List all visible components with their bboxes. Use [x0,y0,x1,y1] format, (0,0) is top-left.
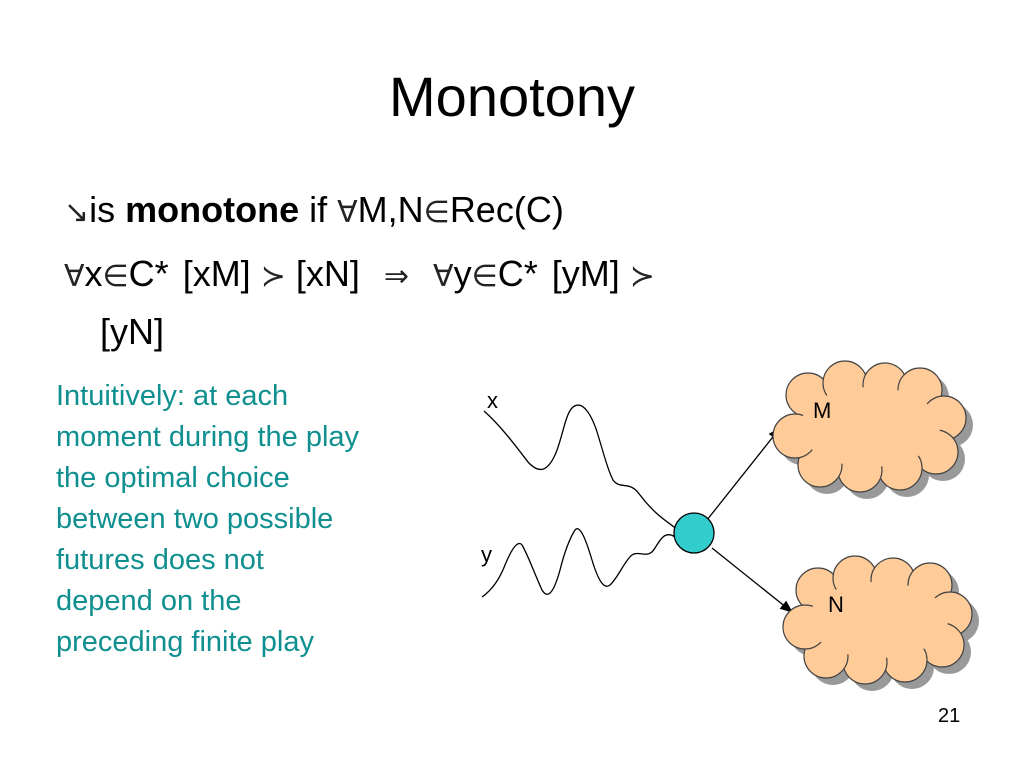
cloud-m [772,360,973,499]
text-c-star-2: C* [497,253,538,294]
label-x: x [487,388,498,413]
forall-symbol-icon: ∀ [64,259,85,294]
forall-symbol-icon: ∀ [337,195,358,230]
element-of-symbol-icon: ∈ [423,195,450,230]
text-xn: [xN] [295,253,360,294]
intuition-line: Intuitively: at each [56,380,289,412]
intuition-line: preceding finite play [56,626,314,658]
cloud-n [782,555,979,691]
preference-symbol-icon: ≻ [260,259,286,294]
text-xm: [xM] [182,253,251,294]
text-ym: [yM] [551,253,620,294]
branch-node [673,512,715,554]
intuition-text: Intuitively: at each moment during the p… [56,376,426,663]
bullet-glyph-icon: ↘ [64,195,90,230]
monotone-term: monotone [125,189,300,230]
text-x: x [84,253,103,294]
intuition-line: the optimal choice [56,462,290,494]
definition-line-1: ↘is monotone if ∀M,N∈Rec(C) [64,188,564,235]
text-y: y [453,253,472,294]
definition-line-2: ∀x∈C*[xM] ≻ [xN] ⇒ ∀y∈C*[yM] ≻ [64,252,655,299]
text-is: is [89,189,126,230]
text-c-star-1: C* [128,253,169,294]
element-of-symbol-icon: ∈ [471,259,498,294]
label-y: y [481,542,492,567]
implies-symbol-icon: ⇒ [383,259,410,294]
page-number: 21 [938,705,961,727]
intuition-line: between two possible [56,503,334,535]
text-rec: Rec(C) [449,189,564,230]
arrow-to-n [711,547,794,613]
text-mn: M,N [357,189,424,230]
forall-symbol-icon: ∀ [433,259,454,294]
preference-symbol-icon: ≻ [629,259,655,294]
label-n: N [828,592,844,617]
intuition-line: futures does not [56,544,264,576]
arrow-to-m [706,426,781,521]
element-of-symbol-icon: ∈ [102,259,129,294]
label-m: M [813,398,831,423]
play-y-path [481,528,676,598]
play-x-path [483,404,679,531]
intuition-line: depend on the [56,585,242,617]
intuition-line: moment during the play [56,421,360,453]
text-if: if [299,189,338,230]
slide-title: Monotony [389,65,635,128]
definition-line-3: [yN] [100,311,165,352]
